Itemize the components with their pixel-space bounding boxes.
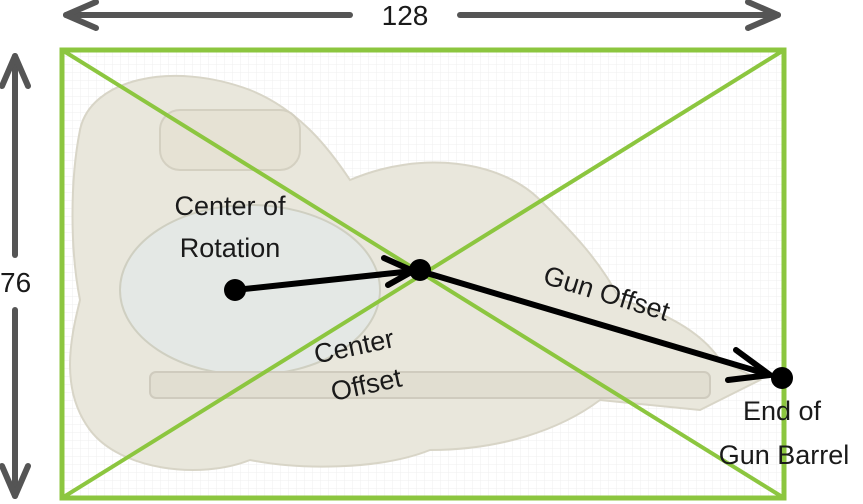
center-of-rotation-label-line1: Center of [174,191,286,221]
gun-offset-arrow [419,268,771,378]
center-of-rotation-point [224,279,246,301]
width-label: 128 [382,0,429,31]
center-point [409,259,431,281]
end-of-barrel-label-line1: End of [743,396,822,426]
height-label: 76 [0,267,31,298]
center-offset-arrow [234,271,413,293]
gun-barrel-end-point [771,367,793,389]
height-dimension-arrow [0,53,31,499]
gun-offset-arrowhead [725,347,773,383]
width-dimension-arrow [63,0,781,31]
end-of-barrel-label-line2: Gun Barrel [719,440,850,470]
center-of-rotation-label-line2: Rotation [180,233,281,263]
